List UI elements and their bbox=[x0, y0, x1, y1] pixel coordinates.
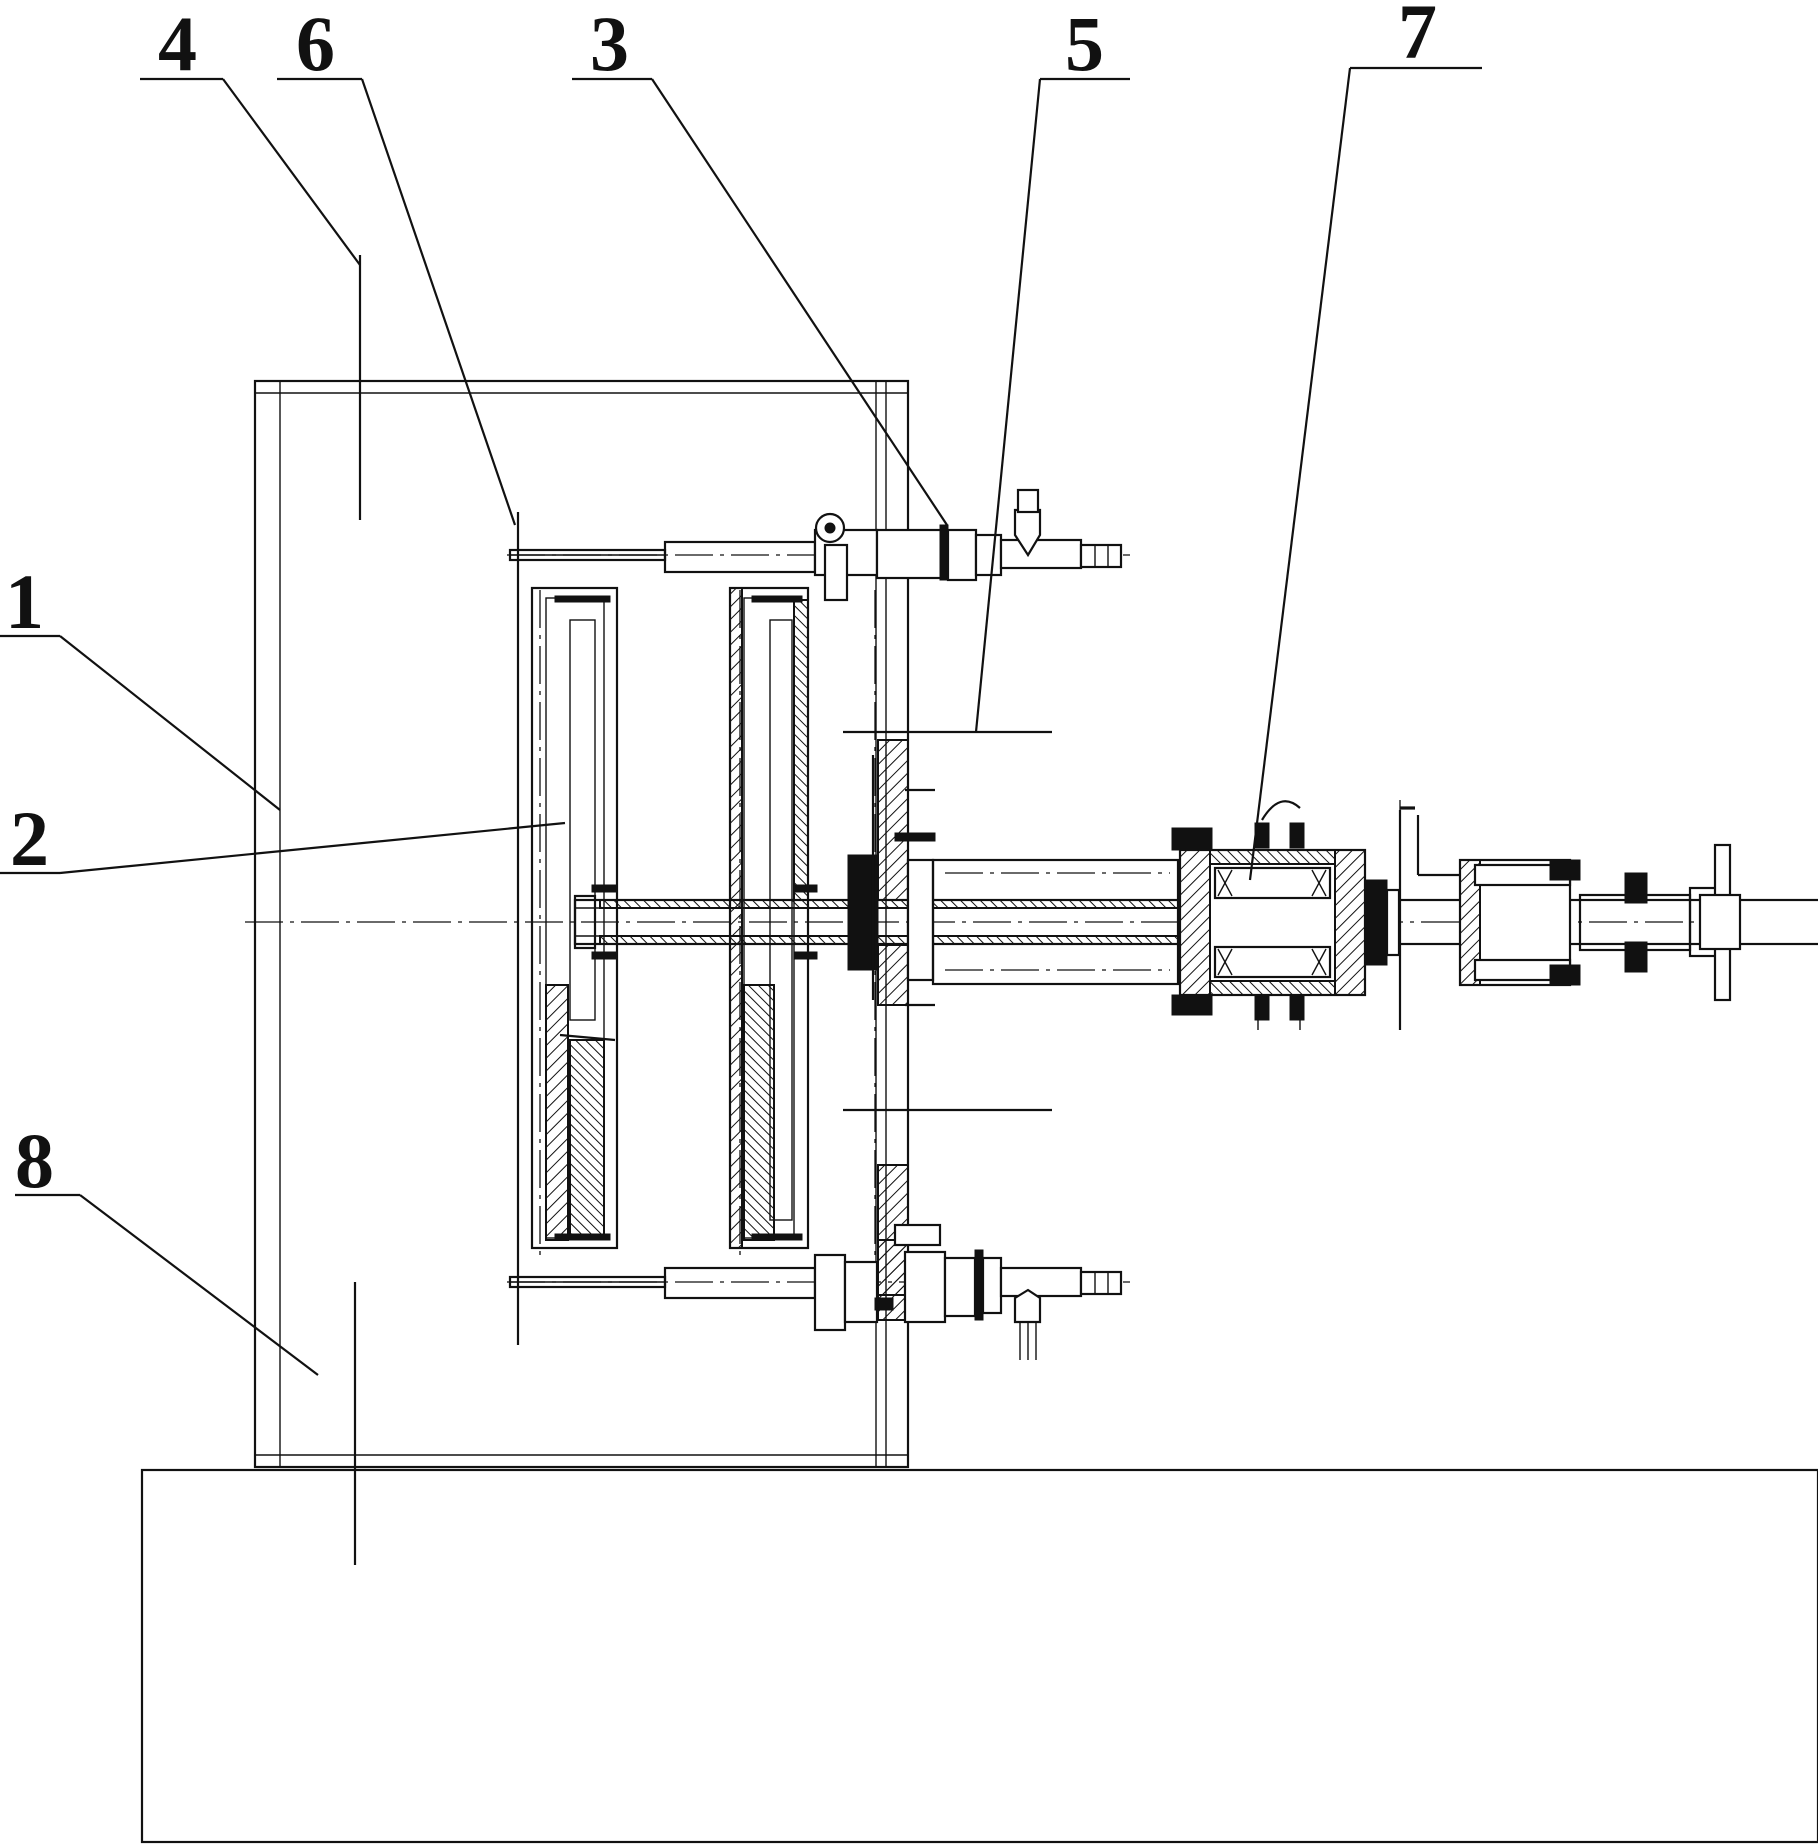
top-cylinder bbox=[508, 488, 1123, 602]
left-disc-assembly bbox=[530, 586, 619, 1250]
base-platform bbox=[140, 1468, 1818, 1844]
shaft-coupling bbox=[1364, 806, 1465, 1030]
hub-flange bbox=[843, 730, 1052, 1296]
callout-8: 8 bbox=[15, 1117, 54, 1204]
callout-5: 5 bbox=[1065, 0, 1104, 87]
callout-3: 3 bbox=[590, 0, 629, 87]
callout-1: 1 bbox=[5, 558, 44, 645]
middle-disc-assembly bbox=[728, 586, 818, 1250]
callout-4: 4 bbox=[158, 0, 197, 87]
shaft-tube bbox=[931, 858, 1180, 986]
bearing-housing bbox=[1171, 800, 1367, 1030]
bottom-cylinder bbox=[508, 1223, 1123, 1360]
frame-housing bbox=[253, 379, 910, 1469]
callout-leaders bbox=[0, 66, 1482, 1376]
callout-6: 6 bbox=[296, 0, 335, 87]
callout-2: 2 bbox=[10, 795, 49, 882]
callout-7: 7 bbox=[1398, 0, 1437, 75]
drive-end-unit bbox=[1458, 843, 1742, 1002]
